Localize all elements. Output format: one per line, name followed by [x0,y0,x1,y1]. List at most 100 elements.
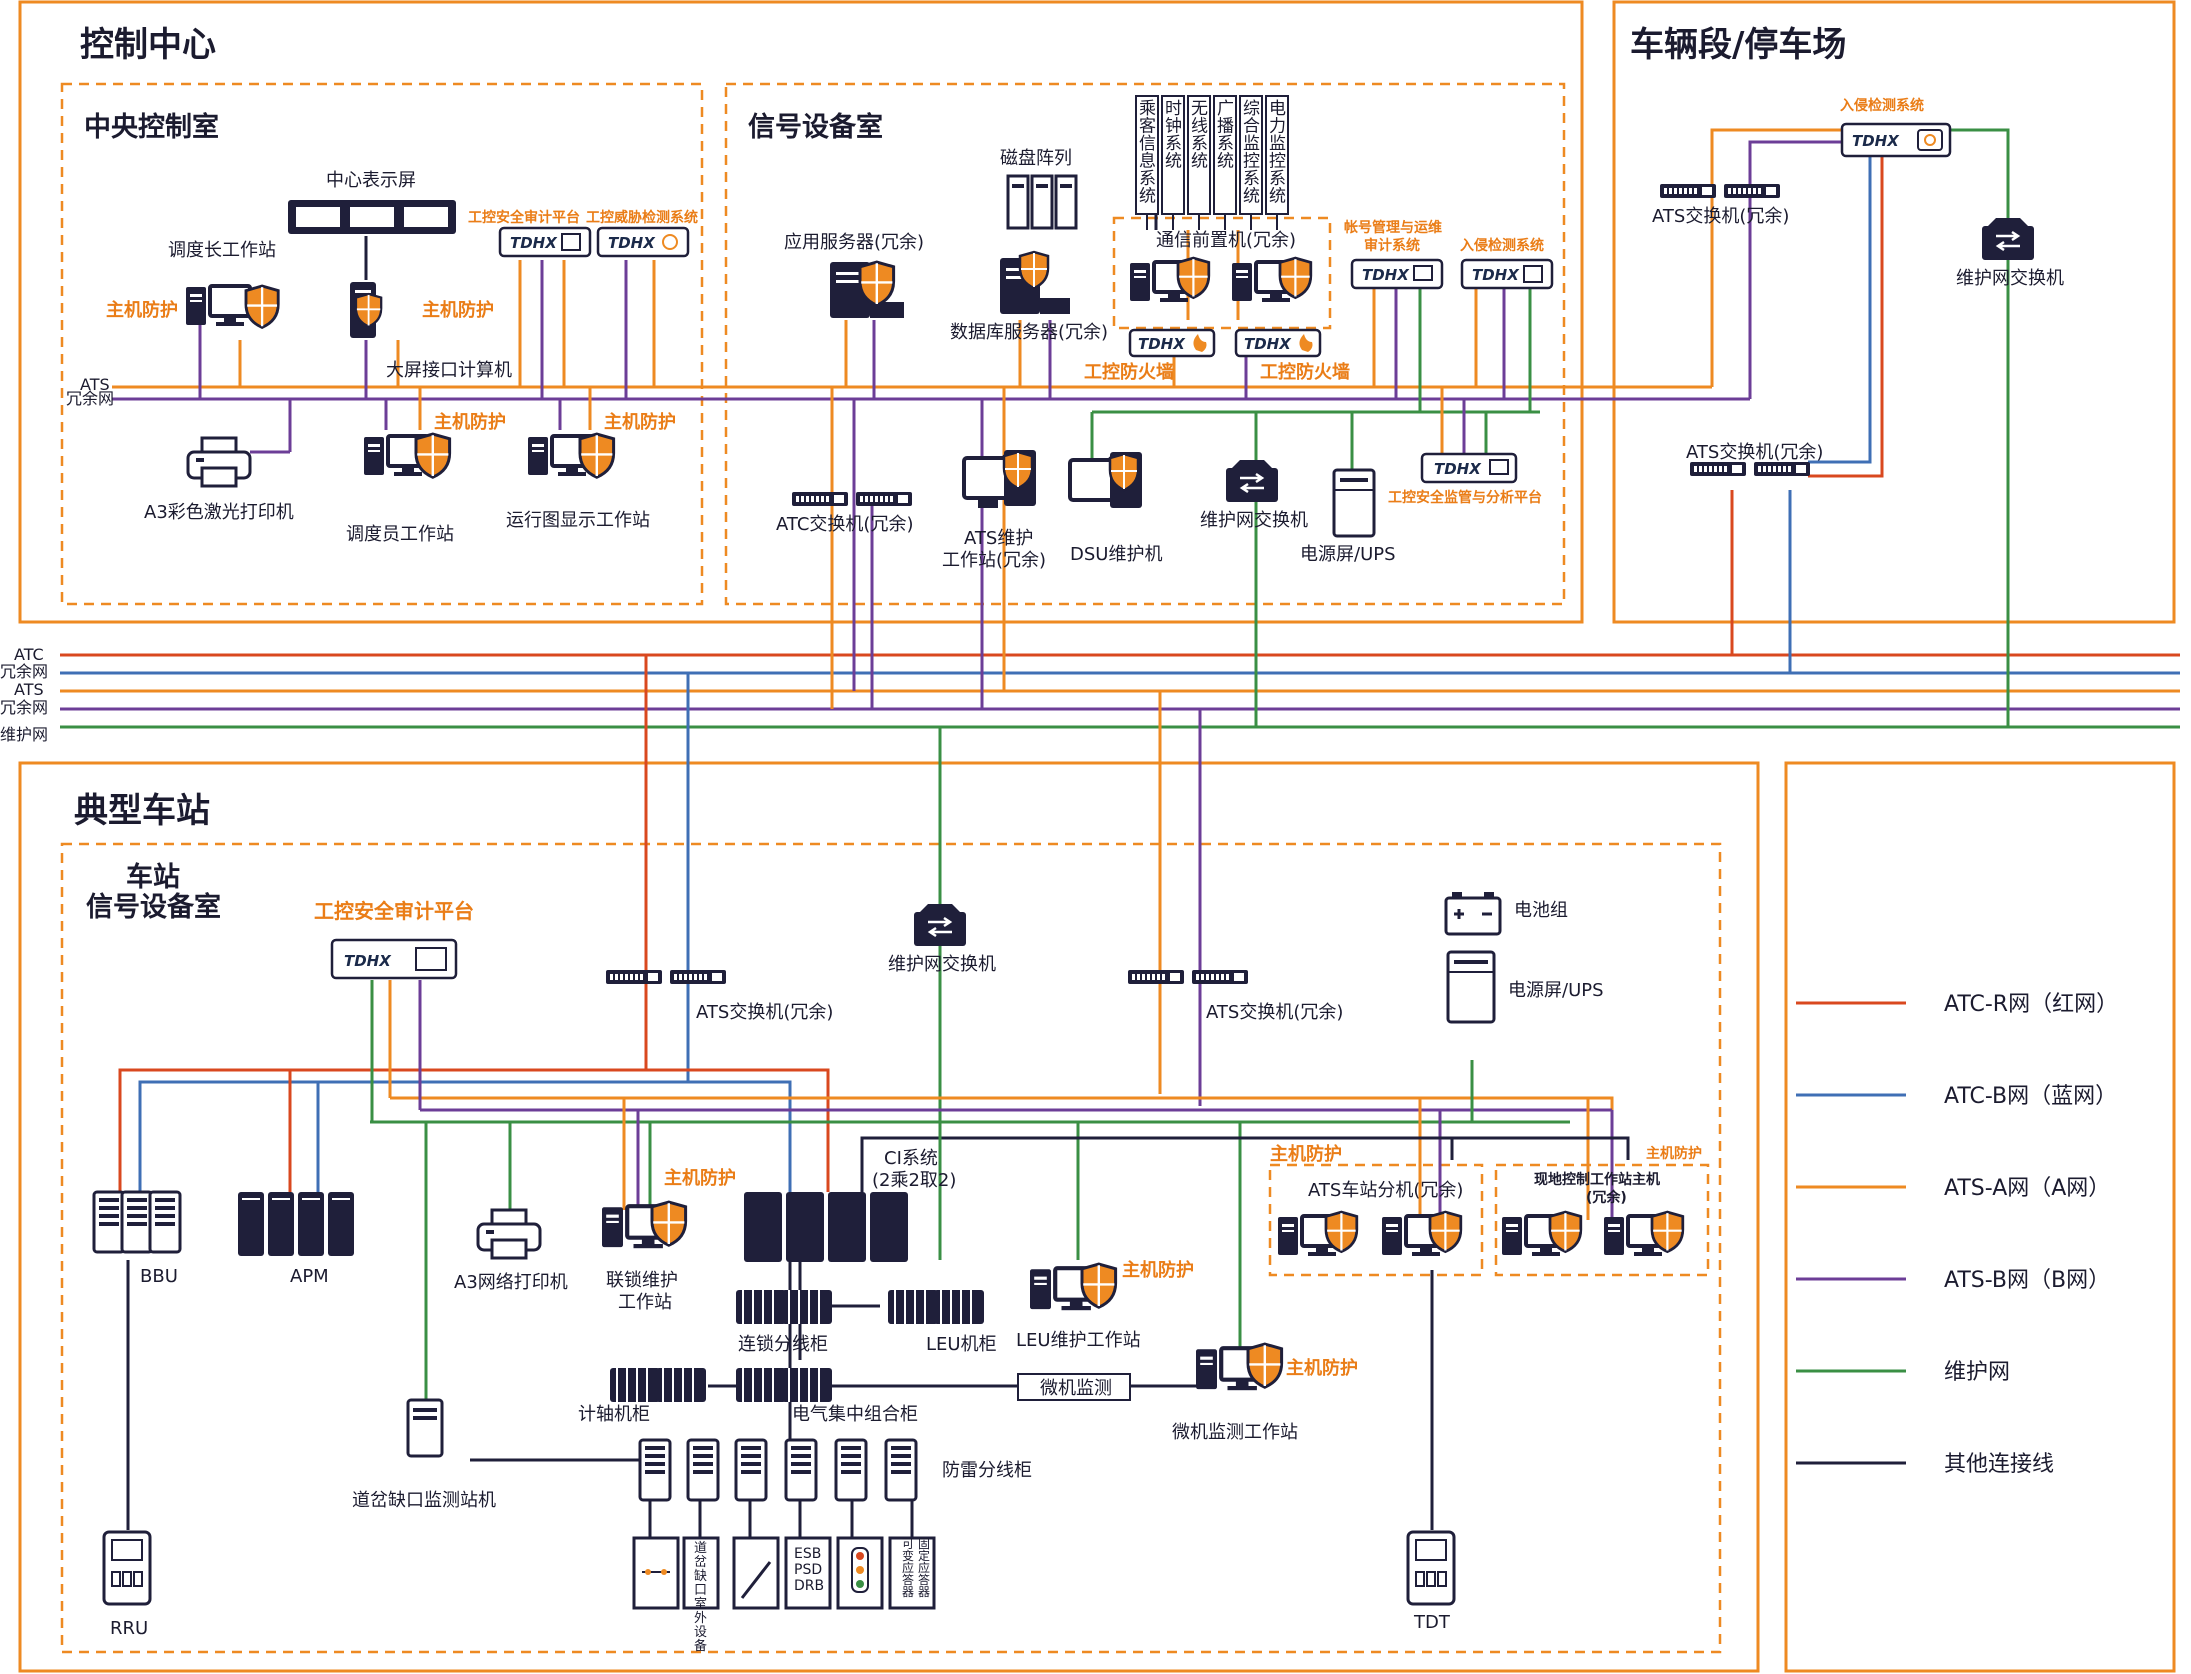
bus-label-ats-redundant: 冗余网 [0,698,48,717]
atc-switch[interactable] [792,492,912,506]
external-system-label: 无线系统 [1191,99,1208,172]
label-intrusion-signal: 入侵检测系统 [1460,237,1544,254]
ats-switch-depot[interactable] [1690,462,1810,476]
dsu-maintenance[interactable] [1068,452,1142,508]
bbu[interactable] [92,1190,182,1254]
svg-text:TDHX: TDHX [1472,266,1520,284]
big-screen-interface-pc[interactable] [350,282,383,338]
database-server[interactable] [1000,250,1070,314]
depot-lines [1710,128,2010,727]
center-display-screen [288,200,456,234]
ci-system[interactable] [744,1192,908,1262]
label-rru: RRU [110,1618,148,1639]
label-audit-platform-station: 工控安全审计平台 [314,899,474,923]
ats-switch-station-1[interactable] [606,970,726,984]
legend-label: ATC-R网（红网） [1944,992,2118,1017]
interlock-distribution-cabinet[interactable] [736,1290,832,1324]
label-dsu: DSU维护机 [1070,544,1162,565]
a3-network-printer[interactable] [476,1208,542,1260]
label-maint-switch-station: 维护网交换机 [888,954,996,975]
label-atc-switch: ATC交换机(冗余) [776,514,913,535]
industrial-firewall-1[interactable]: TDHX [1128,328,1216,358]
disk-array[interactable] [1006,174,1078,230]
intrusion-detection-signal[interactable]: TDHX [1460,258,1554,290]
audit-platform-station[interactable]: TDHX [330,938,458,980]
timetable-display-workstation[interactable] [526,432,616,479]
leu-maintenance-workstation[interactable] [1030,1262,1118,1310]
bus-label-atc: ATC [14,645,44,664]
label-account-audit-2: 审计系统 [1364,237,1420,254]
label-switch-gap: 道岔缺口监测站机 [352,1490,496,1511]
axle-counter-cabinet[interactable] [610,1368,706,1402]
industrial-firewall-2[interactable]: TDHX [1234,328,1322,358]
label-station-host-protect-1: 主机防护 [664,1167,736,1189]
label-app-server: 应用服务器(冗余) [784,232,924,253]
label-ats-maint-ws-1: ATS维护 [964,528,1033,549]
station-lines [118,655,1630,1600]
label-ci-line2: (2乘2取2) [872,1170,956,1191]
maint-switch-depot[interactable] [1980,216,2036,262]
local-bus-label-redundant: 冗余网 [66,389,114,408]
micro-monitor-workstation[interactable] [1196,1342,1284,1390]
app-server[interactable] [830,260,904,318]
power-ups-station[interactable] [1446,950,1496,1024]
ats-switch-station-2[interactable] [1128,970,1248,984]
a3-color-laser-printer[interactable] [186,436,252,488]
label-axle-cab: 计轴机柜 [578,1404,650,1425]
label-tdt: TDT [1413,1612,1451,1633]
label-bbu: BBU [140,1266,178,1287]
label-account-audit-1: 帐号管理与运维 [1344,219,1442,236]
maint-switch-signal[interactable] [1224,458,1280,504]
security-analysis-platform[interactable]: TDHX [1420,452,1518,484]
dispatcher-chief-workstation[interactable] [184,284,280,329]
relay-combination-cabinet[interactable] [736,1368,832,1402]
threat-detection-system[interactable]: TDHX [596,226,690,258]
region-title-control-center: 控制中心 [80,25,216,65]
room-title-central: 中央控制室 [84,111,219,143]
ats-station-branch[interactable] [1276,1210,1463,1258]
rru[interactable] [102,1530,152,1606]
main-buses [60,653,2180,729]
label-firewall-2: 工控防火墙 [1260,361,1350,383]
switch-gap-monitor-station[interactable] [406,1398,444,1458]
local-bus-label-ats: ATS [80,375,110,394]
label-host-protect-1: 主机防护 [106,299,178,321]
leu-cabinet[interactable] [888,1290,984,1324]
tdt[interactable] [1406,1530,1456,1606]
ats-switch-depot-top[interactable] [1660,184,1780,198]
ats-maintenance-workstation[interactable] [962,450,1036,508]
interlock-maintenance-workstation[interactable] [602,1200,688,1248]
label-disk-array: 磁盘阵列 [1000,148,1072,169]
room-frames [60,82,1722,1654]
intrusion-detection-depot[interactable]: TDHX [1840,122,1952,158]
battery-pack[interactable] [1444,892,1502,936]
account-audit-system[interactable]: TDHX [1350,258,1444,290]
dispatcher-workstation[interactable] [362,432,452,479]
power-ups-signal[interactable] [1332,468,1376,538]
external-system-label: 广播系统 [1217,99,1234,172]
svg-text:TDHX: TDHX [1852,132,1900,150]
svg-text:TDHX: TDHX [510,234,558,252]
maint-switch-station[interactable] [912,902,968,948]
comm-frontend[interactable] [1128,256,1313,304]
room-title-station-line2: 信号设备室 [86,891,221,923]
legend-label: 维护网 [1944,1360,2010,1385]
label-ats-maint-ws-2: 工作站(冗余) [942,550,1046,571]
label-timetable-ws: 运行图显示工作站 [506,510,650,531]
lightning-protection-cabinet[interactable] [638,1438,918,1502]
legend-label: 其他连接线 [1944,1452,2054,1477]
audit-platform-central[interactable]: TDHX [498,226,592,258]
bus-label-ats: ATS [14,680,44,699]
legend: ATC-R网（红网）ATC-B网（蓝网）ATS-A网（A网）ATS-B网（B网）… [1796,992,2118,1477]
bus-label-maint: 维护网 [0,725,48,744]
label-station-host-protect-2: 主机防护 [1122,1259,1194,1281]
label-ats-switch-station-2: ATS交换机(冗余) [1206,1002,1343,1023]
label-intrusion-depot: 入侵检测系统 [1840,97,1924,114]
apm[interactable] [238,1192,354,1256]
label-relay-cab: 电气集中组合柜 [792,1404,918,1425]
local-control-workstation[interactable] [1500,1210,1685,1258]
label-field-fixed: 固定应答器 [918,1537,930,1599]
label-station-host-protect-5: 主机防护 [1646,1145,1702,1162]
label-security-platform: 工控安全监管与分析平台 [1388,489,1542,506]
